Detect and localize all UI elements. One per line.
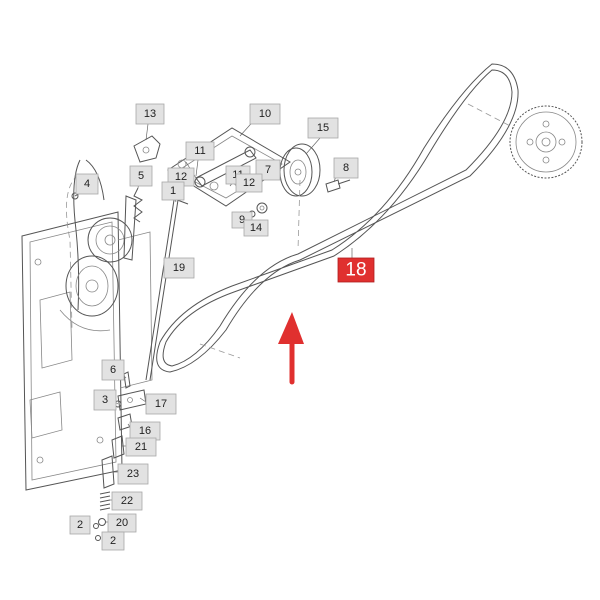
svg-text:1: 1 [170,185,176,197]
nut-20 [98,518,106,526]
callout-22: 22 [111,491,143,511]
svg-text:15: 15 [317,122,329,134]
svg-text:22: 22 [121,495,133,507]
svg-text:11: 11 [194,145,205,157]
svg-text:10: 10 [259,108,271,120]
callout-16: 16 [129,421,161,441]
svg-text:2: 2 [110,535,116,547]
sleeve-23 [101,455,115,489]
callout-4: 4 [75,173,99,195]
callout-11a: 11 [185,141,215,161]
svg-text:18: 18 [345,260,366,281]
svg-text:4: 4 [84,178,90,190]
callout-18-highlighted: 18 [337,257,375,283]
idler-pulley [279,143,321,197]
svg-text:2: 2 [77,519,83,531]
svg-text:16: 16 [139,425,151,437]
svg-text:5: 5 [138,170,144,182]
callout-5: 5 [129,165,153,187]
callout-1: 1 [161,181,185,201]
callout-6: 6 [101,359,125,381]
callout-14: 14 [243,219,269,237]
svg-text:6: 6 [110,364,116,376]
bolt-8 [325,179,351,193]
svg-text:9: 9 [239,214,245,226]
callout-23: 23 [117,463,149,485]
callout-12b: 12 [235,173,263,193]
linkage-17 [117,389,147,411]
svg-text:23: 23 [127,468,139,480]
leader-lines [77,115,353,523]
drive-belt [156,63,519,373]
spring-22 [99,491,111,511]
belt-path-dashed [199,103,515,359]
svg-text:8: 8 [343,162,349,174]
callout-20: 20 [107,513,137,533]
svg-text:13: 13 [144,108,156,120]
control-rod [145,197,189,381]
callout-13: 13 [135,103,165,125]
left-drive-gear [59,195,137,332]
callout-3: 3 [93,389,117,411]
callout-12a: 12 [167,167,195,187]
washer-2a [93,523,99,529]
callout-10: 10 [249,103,281,125]
svg-text:14: 14 [250,222,262,234]
callout-17: 17 [145,393,177,415]
callout-8: 8 [333,157,359,179]
callout-21: 21 [125,437,157,457]
callout-2a: 2 [69,515,91,535]
washer-2b [95,535,101,541]
svg-text:17: 17 [155,398,167,410]
svg-text:21: 21 [135,441,147,453]
svg-text:12: 12 [175,171,187,183]
callout-2b: 2 [101,531,125,551]
part-6 [123,371,131,389]
svg-text:19: 19 [173,262,185,274]
svg-text:3: 3 [102,394,108,406]
right-sheave-gear [509,105,583,179]
callout-19: 19 [163,257,195,279]
svg-text:20: 20 [116,517,128,529]
bracket-13 [133,135,161,163]
red-arrow [278,312,304,385]
svg-text:12: 12 [243,177,255,189]
spring-5 [133,187,143,223]
callout-15: 15 [307,117,339,139]
svg-text:7: 7 [265,164,271,176]
part-21 [111,435,125,459]
